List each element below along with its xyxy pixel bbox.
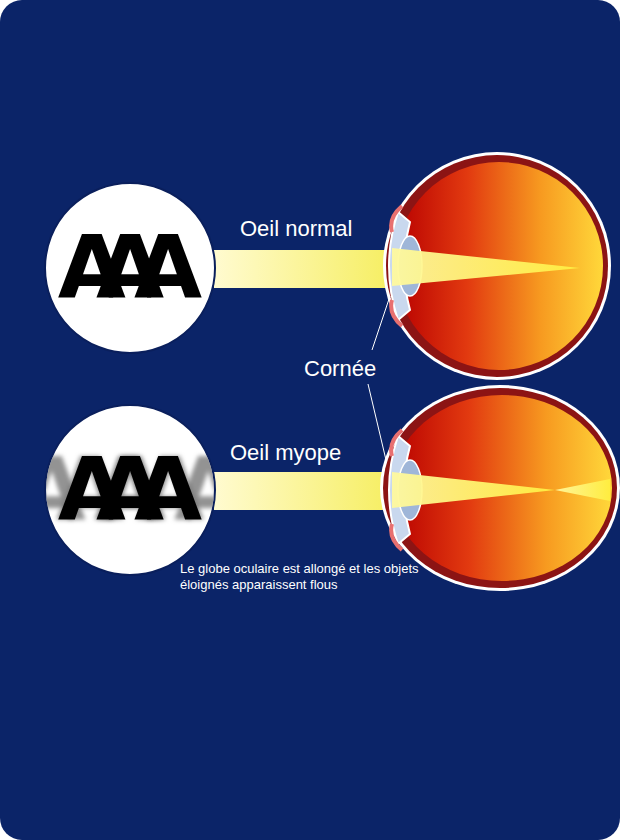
note: Le globe oculaire est allongé et les obj…	[180, 561, 460, 594]
leader-line	[368, 384, 386, 460]
leader-line	[372, 296, 390, 350]
myopic-eye	[380, 385, 620, 591]
sample-letters: AAA	[58, 446, 202, 534]
letter-circle: AAA	[44, 404, 216, 576]
eye-label: Oeil normal	[240, 216, 352, 242]
part-label: Cornée	[304, 356, 376, 382]
sample-letters: AAA	[58, 224, 202, 312]
light-beam	[214, 472, 394, 510]
normal-eye	[383, 152, 611, 380]
light-beam	[214, 250, 394, 288]
letter-circle: AAA	[44, 182, 216, 354]
eye-label: Oeil myope	[230, 440, 341, 466]
